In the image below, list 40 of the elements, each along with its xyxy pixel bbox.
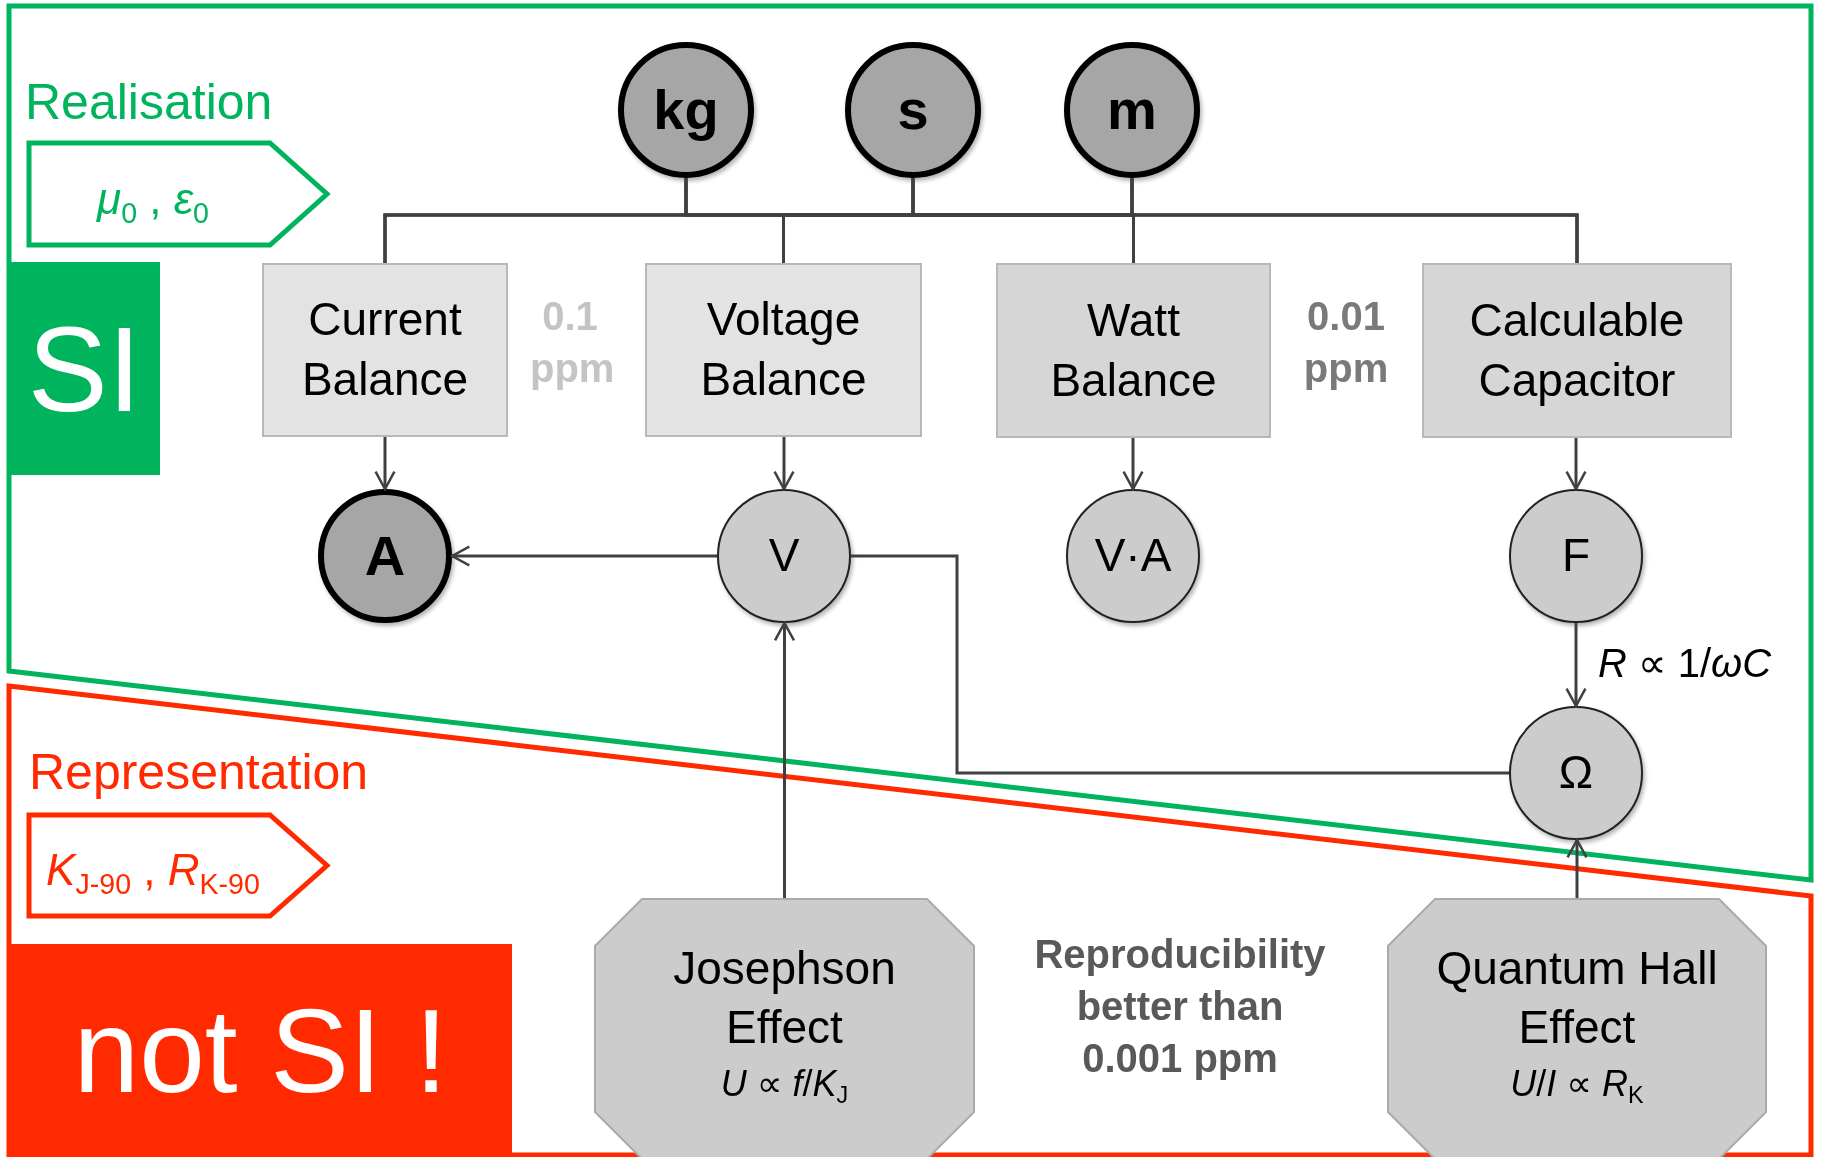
region-heading: Realisation: [25, 73, 273, 132]
panel-text: SI: [27, 308, 142, 429]
arrow: [1565, 438, 1587, 491]
process-box: [262, 263, 508, 437]
unit-symbol: s: [897, 77, 929, 144]
box-label: Current Balance: [300, 292, 470, 407]
arrow: [374, 437, 396, 491]
arrow: [450, 545, 717, 567]
box-label: Voltage Balance: [699, 292, 868, 407]
box-label: Josephson Effect: [672, 940, 897, 1056]
unit-symbol: m: [1107, 77, 1157, 144]
formula-text: U ∝ f/K$_{J}$: [720, 1062, 849, 1110]
arrow: [1122, 438, 1144, 491]
region-heading: Representation: [29, 743, 369, 802]
unit-symbol: Ω: [1558, 745, 1594, 801]
constant-label: K$_{J-90}$ , R$_{K-90}$: [46, 844, 260, 901]
note-text: 0.1 ppm: [530, 293, 610, 392]
unit-symbol: F: [1561, 528, 1591, 584]
process-box: [996, 263, 1271, 438]
box-label: Quantum Hall Effect: [1435, 940, 1719, 1056]
connector-line: [851, 554, 1509, 775]
process-box: [645, 263, 922, 437]
arrow: [773, 437, 795, 491]
unit-symbol: kg: [653, 77, 719, 144]
box-label: Watt Balance: [1049, 292, 1218, 408]
arrow: [773, 621, 796, 898]
process-box: [1422, 263, 1732, 438]
arrow: [1566, 838, 1588, 898]
arrow: [1565, 623, 1587, 708]
unit-symbol: V·A: [1094, 528, 1172, 584]
box-label: Calculable Capacitor: [1468, 292, 1686, 408]
constant-label: μ$_{0}$ , ε$_{0}$: [97, 172, 209, 230]
connector-line: [1130, 178, 1579, 263]
note-text: Reproducibility better than 0.001 ppm: [1033, 931, 1327, 1082]
formula-text: U/I ∝ R$_{K}$: [1510, 1062, 1644, 1110]
unit-symbol: A: [364, 523, 406, 590]
label-panel: [9, 262, 160, 475]
panel-text: not SI !: [73, 991, 448, 1110]
unit-symbol: V: [768, 528, 800, 584]
note-text: 0.01 ppm: [1302, 293, 1390, 392]
